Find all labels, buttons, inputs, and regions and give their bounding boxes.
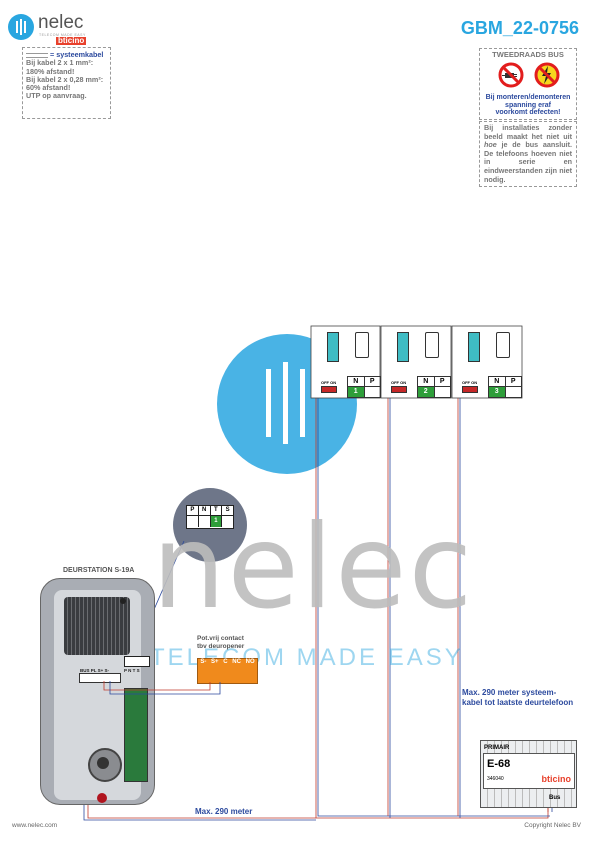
distance-note-line: kabel tot laatste deurtelefoon bbox=[462, 698, 574, 707]
cable-symbol-icon bbox=[26, 52, 48, 58]
relay-terminal-label: C bbox=[223, 659, 228, 665]
document-id: GBM_22-0756 bbox=[460, 18, 579, 38]
no-plug-icon bbox=[498, 62, 524, 88]
camera-icon bbox=[120, 598, 126, 604]
relay-terminal-label: S+ bbox=[211, 659, 219, 665]
psu-code: 346040 bbox=[487, 776, 504, 782]
bus-info-text: Bij installaties zonder beeld maakt het … bbox=[484, 123, 572, 184]
speaker-grille bbox=[64, 597, 130, 655]
col-n-label: N bbox=[348, 377, 365, 386]
intercom-number: 3 bbox=[489, 387, 506, 397]
door-station-title: DEURSTATION S-19A bbox=[63, 567, 135, 574]
nelec-logo-mark-icon bbox=[8, 14, 34, 40]
footer-website[interactable]: www.nelec.com bbox=[12, 822, 58, 829]
intercom-unit-3: OFF ON N P 3 bbox=[452, 326, 522, 398]
bus-warning-box: TWEEDRAADS BUS Bij monteren/demonteren s… bbox=[479, 48, 577, 120]
power-supply-unit: PRIMAIR E-68 346040 bticino Bus bbox=[480, 740, 577, 808]
warning-line: Bij monteren/demonteren bbox=[485, 94, 571, 101]
intercom-number: 2 bbox=[418, 387, 435, 397]
np-table: N P 1 bbox=[347, 376, 381, 398]
psu-label-top: PRIMAIR bbox=[484, 745, 510, 751]
col-n-label: N bbox=[418, 377, 435, 386]
np-table: N P 2 bbox=[417, 376, 451, 398]
no-voltage-icon bbox=[534, 62, 560, 88]
terminal-block-icon bbox=[397, 332, 409, 362]
relay-terminal-label: NO bbox=[245, 659, 255, 665]
switch-label: OFF ON bbox=[391, 380, 407, 385]
zoom-value: 1 bbox=[210, 516, 223, 527]
col-n-label: N bbox=[489, 377, 506, 386]
relay-label-1: Pot.vrij contact bbox=[197, 635, 244, 642]
zoom-label: N bbox=[199, 506, 211, 515]
pcb-board bbox=[124, 688, 148, 782]
keypad-lens-center bbox=[97, 757, 109, 769]
intercom-unit-2: OFF ON N P 2 bbox=[381, 326, 451, 398]
intercom-number: 1 bbox=[348, 387, 365, 397]
cable-note-line: 60% afstand! bbox=[26, 83, 71, 93]
col-p-label: P bbox=[439, 378, 445, 385]
cable-note-box: = systeemkabel Bij kabel 2 x 1 mm²: 180%… bbox=[22, 47, 111, 119]
dip-switch-icon bbox=[462, 386, 478, 393]
dip-switch-block bbox=[124, 656, 150, 667]
door-terminal-strip bbox=[79, 673, 121, 683]
dip-switch-icon bbox=[391, 386, 407, 393]
handset-icon bbox=[425, 332, 439, 358]
psu-bus-label: Bus bbox=[549, 795, 561, 801]
door-button-icon bbox=[97, 793, 107, 803]
cable-note-line: 180% afstand! bbox=[26, 66, 75, 76]
door-pnts-labels: P N T S bbox=[124, 668, 140, 673]
bticino-badge: bticino bbox=[56, 36, 87, 45]
handset-icon bbox=[496, 332, 510, 358]
np-table: N P 3 bbox=[488, 376, 522, 398]
psu-model: E-68 bbox=[487, 758, 511, 770]
intercom-unit-1: OFF ON N P 1 bbox=[311, 326, 381, 398]
zoom-label: S bbox=[225, 507, 230, 513]
footer-copyright: Copyright Nelec BV bbox=[524, 822, 581, 829]
door-terminal-labels: BUS PL S+ S- bbox=[80, 668, 110, 673]
nelec-logo: nelec TELECOM MADE EASY bticino bbox=[8, 12, 98, 45]
watermark-brand-name: nelec bbox=[152, 500, 475, 635]
terminal-block-icon bbox=[327, 332, 339, 362]
handset-icon bbox=[355, 332, 369, 358]
col-p-label: P bbox=[510, 378, 516, 385]
zoom-label: T bbox=[211, 506, 223, 515]
switch-label: OFF ON bbox=[321, 380, 337, 385]
terminal-block-icon bbox=[468, 332, 480, 362]
warning-line: voorkomt defecten! bbox=[495, 109, 561, 116]
distance-note-line: Max. 290 meter systeem- bbox=[462, 688, 557, 697]
relay-terminal-label: S- bbox=[200, 659, 207, 665]
brand-name: nelec bbox=[38, 12, 84, 33]
relay-label-2: tbv deuropener bbox=[197, 643, 245, 650]
cable-note-heading: = systeemkabel bbox=[50, 50, 104, 59]
dip-switch-icon bbox=[321, 386, 337, 393]
bus-box-title: TWEEDRAADS BUS bbox=[492, 50, 564, 59]
psu-brand: bticino bbox=[541, 774, 572, 784]
relay-terminal-block: S- S+ C NC NO bbox=[197, 658, 258, 684]
distance-bottom-label: Max. 290 meter bbox=[195, 807, 253, 816]
cable-note-line: Bij kabel 2 x 0,28 mm²: bbox=[26, 74, 104, 84]
switch-label: OFF ON bbox=[462, 380, 478, 385]
distance-note: Max. 290 meter systeem- kabel tot laatst… bbox=[462, 688, 573, 708]
cable-note-line: UTP op aanvraag. bbox=[26, 91, 87, 101]
bus-info-box: Bij installaties zonder beeld maakt het … bbox=[479, 121, 577, 187]
col-p-label: P bbox=[369, 378, 375, 385]
warning-line: spanning eraf bbox=[505, 101, 551, 109]
cable-note-line: Bij kabel 2 x 1 mm²: bbox=[26, 58, 94, 68]
zoom-terminal-table: P N T S 1 bbox=[186, 505, 234, 529]
zoom-label: P bbox=[187, 506, 199, 515]
relay-terminal-label: NC bbox=[232, 659, 241, 665]
brand-tagline: TELECOM MADE EASY bbox=[39, 33, 86, 37]
